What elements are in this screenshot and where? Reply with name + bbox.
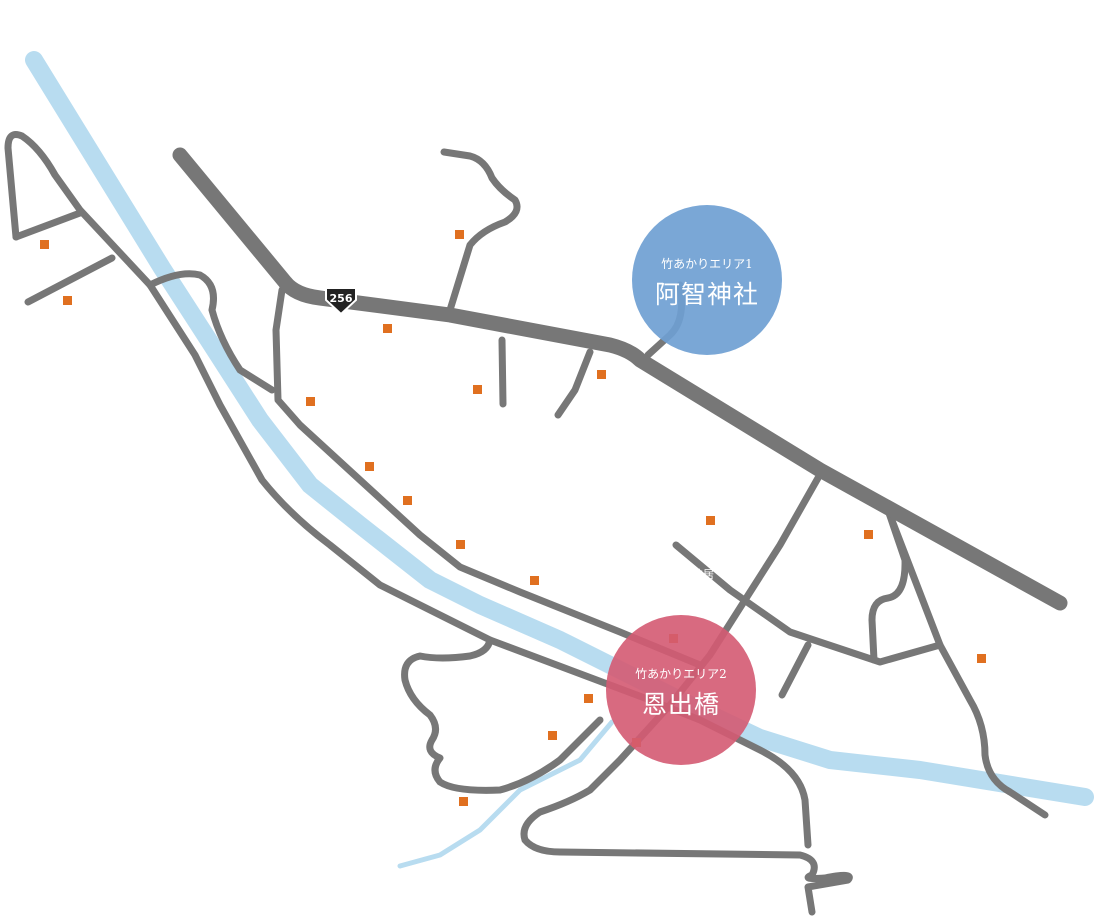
road-left-spur-2 <box>24 254 116 306</box>
road-east-curve <box>672 541 944 666</box>
route-256-shield: 256 <box>325 287 357 316</box>
route-number: 256 <box>330 292 353 305</box>
area-2-name: 恩出橋 <box>642 690 720 719</box>
map-marker[interactable] <box>597 370 606 379</box>
map-marker[interactable] <box>584 694 593 703</box>
faint-place-label: 神居 <box>692 567 714 581</box>
map-marker[interactable] <box>63 296 72 305</box>
road-left-spur-1 <box>12 209 84 241</box>
map-marker[interactable] <box>456 540 465 549</box>
area-1-name: 阿智神社 <box>655 280 759 309</box>
area-2-circle[interactable] <box>606 615 756 765</box>
road-southwest-loop <box>401 636 604 794</box>
road-north <box>440 148 521 314</box>
map-marker[interactable] <box>864 530 873 539</box>
map-marker[interactable] <box>403 496 412 505</box>
road-diagonal-main <box>520 474 853 916</box>
area-2-badge[interactable]: 竹あかりエリア2 恩出橋 <box>606 615 756 765</box>
map-marker[interactable] <box>365 462 374 471</box>
area-2-subtitle: 竹あかりエリア2 <box>635 667 727 681</box>
road-spur-b <box>554 348 594 419</box>
area-1-badge[interactable]: 竹あかりエリア1 阿智神社 <box>632 205 782 355</box>
road-loop-west <box>146 270 276 394</box>
map-marker[interactable] <box>40 240 49 249</box>
road-east-vertical <box>868 506 909 664</box>
map-marker[interactable] <box>548 731 557 740</box>
road-left-loop <box>4 131 812 849</box>
map-marker[interactable] <box>473 385 482 394</box>
tributary-river <box>397 719 615 869</box>
map-marker[interactable] <box>306 397 315 406</box>
map-marker[interactable] <box>530 576 539 585</box>
map-marker[interactable] <box>706 516 715 525</box>
map-marker[interactable] <box>459 797 468 806</box>
main-river <box>25 51 1094 806</box>
map-marker[interactable] <box>977 654 986 663</box>
route-shield-icon <box>325 287 357 316</box>
area-1-subtitle: 竹あかりエリア1 <box>661 257 753 271</box>
area-1-circle[interactable] <box>632 205 782 355</box>
road-layer <box>4 131 1049 916</box>
map-marker[interactable] <box>383 324 392 333</box>
road-east-long <box>884 506 1049 819</box>
map-marker[interactable] <box>455 230 464 239</box>
road-connector-west <box>272 286 704 669</box>
road-spur-a <box>498 336 507 408</box>
road-east-spur <box>778 641 812 699</box>
highway-256 <box>172 147 1068 611</box>
marker-layer <box>40 230 986 806</box>
river-layer <box>25 51 1094 869</box>
